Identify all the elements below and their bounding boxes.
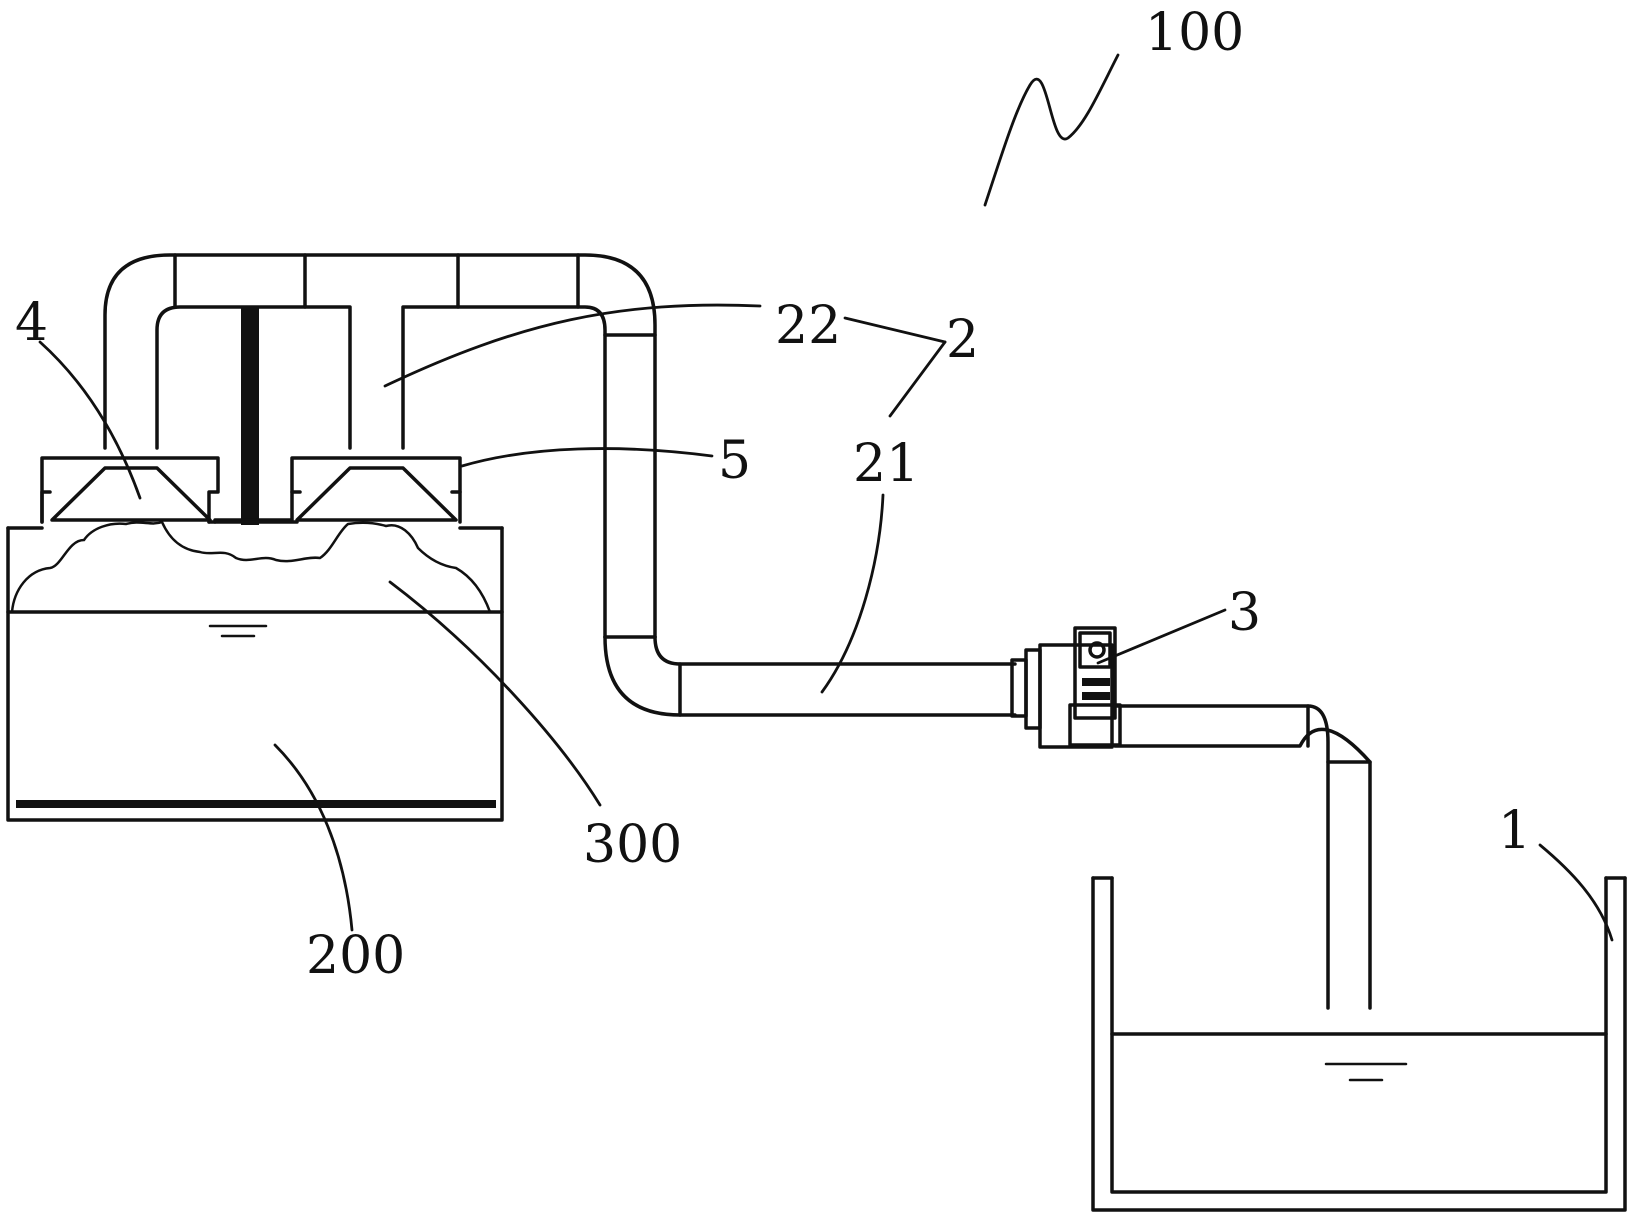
label-300: 300 bbox=[583, 815, 682, 875]
leader-1 bbox=[1538, 843, 1614, 942]
label-22: 22 bbox=[775, 296, 841, 356]
container bbox=[6, 526, 504, 822]
leader-21-brace bbox=[888, 340, 947, 418]
container-bottom-sediment bbox=[16, 800, 496, 808]
center-divider-bar bbox=[241, 307, 259, 525]
tank bbox=[1091, 876, 1627, 1212]
label-21: 21 bbox=[853, 434, 919, 494]
lower-pipe bbox=[603, 635, 1017, 717]
leader-22-brace bbox=[843, 316, 947, 344]
leader-lines bbox=[38, 303, 1614, 942]
outlet-pipe bbox=[1113, 704, 1372, 1010]
label-2: 2 bbox=[946, 310, 979, 370]
leader-100 bbox=[983, 53, 1120, 207]
label-5: 5 bbox=[718, 431, 751, 491]
leader-300 bbox=[388, 580, 602, 807]
label-3: 3 bbox=[1228, 583, 1261, 643]
leader-4 bbox=[38, 340, 142, 500]
leader-3 bbox=[1096, 608, 1227, 665]
leader-200 bbox=[273, 743, 354, 932]
label-200: 200 bbox=[306, 926, 405, 986]
leader-22 bbox=[383, 303, 762, 388]
label-100: 100 bbox=[1145, 3, 1244, 63]
label-1: 1 bbox=[1498, 801, 1531, 861]
foam bbox=[10, 520, 492, 614]
nozzle-assembly bbox=[40, 456, 462, 524]
leader-5 bbox=[460, 447, 714, 468]
label-4: 4 bbox=[15, 293, 48, 353]
valve bbox=[1010, 626, 1122, 749]
leader-21 bbox=[820, 493, 885, 694]
upper-pipe bbox=[103, 253, 657, 639]
